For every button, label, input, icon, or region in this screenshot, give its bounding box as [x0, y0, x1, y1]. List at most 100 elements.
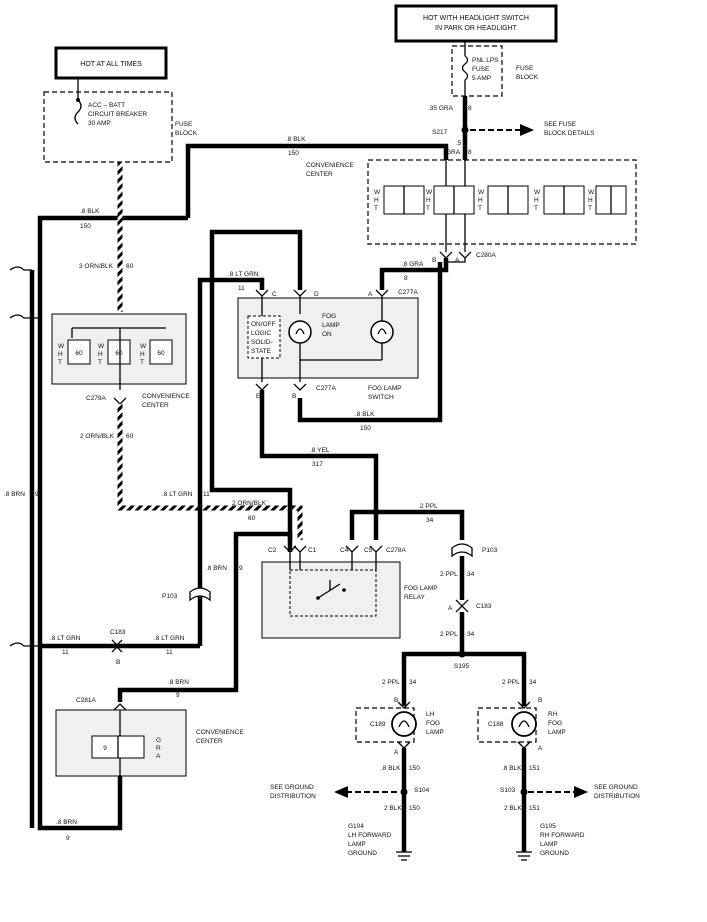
g104-line3: LAMP — [348, 841, 366, 848]
wire-ppl-top-label: 2 PPL — [420, 503, 438, 510]
wire-blk-rh-circuit: 151 — [529, 765, 540, 772]
switch-pin-b: B — [292, 393, 296, 400]
top-cc-wht-w2: W — [426, 189, 433, 196]
c281a-pin-icon — [113, 703, 127, 711]
wire-yel-circuit: 317 — [312, 461, 323, 468]
rh-lamp-pin-a: A — [538, 745, 543, 752]
wire-ppl-rh-label: 2 PPL — [502, 679, 520, 686]
convenience-center-bottom: C281A A 9 G R A CONVENIENCE CENTER — [55, 697, 244, 777]
wire-blk-sw — [297, 262, 443, 423]
wire-lt-grn-right-circuit: 11 — [166, 649, 173, 656]
wire-brn-bottom-label: .8 BRN — [168, 679, 189, 686]
relay-name-line1: FOG LAMP — [404, 585, 438, 592]
top-cc-wht-w1: W — [374, 189, 381, 196]
wire-ppl-c183-label: 2 PPL — [440, 631, 458, 638]
wire-ppl-p103-label: 2 PPL — [440, 571, 458, 578]
left-cc-fuse-1: 60 W H T — [58, 328, 91, 366]
left-cc-wht-w3: W — [140, 343, 147, 350]
rh-lamp-connector: C188 — [488, 721, 504, 728]
switch-logic-line4: STATE — [251, 348, 272, 355]
top-cc-wht-h3: H — [478, 197, 483, 204]
lh-lamp-pin-a: A — [394, 749, 399, 756]
wire-brn-left-label: .8 BRN — [4, 491, 25, 498]
rh-see-ground-line1: SEE GROUND — [594, 784, 638, 791]
c183-right-pin: A — [448, 605, 453, 612]
left-cc-fuse-3-value: 60 — [157, 350, 165, 357]
relay-pin-c4: C4 — [340, 547, 349, 554]
wire-brn-low-circuit: 9 — [66, 835, 70, 842]
g104-line2: LH FORWARD — [348, 832, 392, 839]
wire-gra-35-circuit: 8 — [468, 105, 472, 112]
hot-headlight-label: HOT WITH HEADLIGHT SWITCH IN PARK OR HEA… — [394, 4, 558, 43]
left-cc-wht-t2: T — [98, 359, 102, 366]
rh-lamp-line3: LAMP — [548, 729, 566, 736]
wire-blk-left-label: .8 BLK — [80, 208, 100, 215]
bottom-cc-name-line2: CENTER — [196, 738, 223, 745]
wire-blk2-rh-label: 2 BLK — [504, 805, 522, 812]
wire-ppl-lh-label: 2 PPL — [382, 679, 400, 686]
left-cc-wht-h3: H — [140, 351, 145, 358]
left-stub-3-icon — [9, 642, 40, 647]
lh-see-ground-line2: DISTRIBUTION — [270, 793, 316, 800]
wire-orn-blk-2 — [117, 404, 303, 540]
left-cc-wht-w1: W — [58, 343, 65, 350]
circuit-breaker-fuse-block: ACC – BATT CIRCUIT BREAKER 30 AMP FUSE B… — [43, 78, 198, 163]
switch-bottom-connector: C277A — [316, 385, 337, 392]
wire-lt-grn-top — [197, 277, 265, 646]
wire-brn-mid-circuit: 9 — [239, 565, 243, 572]
wire-lt-grn-top-label: .8 LT GRN — [228, 271, 259, 278]
wire-ppl-p103-circuit: 34 — [467, 571, 475, 578]
wire-switch-relay-loop — [209, 229, 303, 540]
lh-lamp-pin-a-icon — [397, 741, 411, 749]
top-cc-name-line1: CONVENIENCE — [306, 162, 354, 169]
top-cc-wht-h4: H — [534, 197, 539, 204]
wire-brn-mid — [117, 531, 293, 702]
wire-ppl-lh-circuit: 34 — [409, 679, 417, 686]
bottom-cc-gra-g: G — [156, 737, 161, 744]
g104-line4: GROUND — [348, 850, 377, 857]
top-cc-wht-t3: T — [478, 205, 482, 212]
switch-pin-d: D — [314, 291, 319, 298]
c279a-connector-icon — [113, 397, 127, 405]
splice-s195-dot — [458, 650, 466, 658]
lh-lamp-connector: C189 — [370, 721, 386, 728]
wire-ppl-top-circuit: 34 — [426, 517, 434, 524]
s104-arrow-icon — [334, 786, 348, 798]
rh-fog-lamp: B C188 RH FOG LAMP A — [477, 697, 566, 752]
p103-left-connector: P103 — [162, 587, 211, 602]
wire-brn-left-circuit: 9 — [35, 491, 39, 498]
top-cc-fuse-1: W H T — [374, 185, 425, 215]
c183-left-label: C183 — [110, 629, 126, 636]
wire-ppl-top — [372, 509, 465, 540]
switch-indicator-lamp-icon — [288, 320, 312, 344]
rh-lamp-pin-b-icon — [517, 701, 531, 709]
switch-pin-e-icon — [255, 383, 269, 391]
c280a-pin-b-icon — [439, 251, 453, 259]
lh-lamp-pin-b-icon — [397, 701, 411, 709]
wire-ppl-rh-circuit: 34 — [529, 679, 537, 686]
relay-connector: C278A — [386, 547, 407, 554]
top-cc-wht-w3: W — [478, 189, 485, 196]
c183-left-icon — [111, 639, 119, 653]
wire-brn-mid-label: .8 BRN — [206, 565, 227, 572]
switch-pin-c-icon — [255, 289, 269, 297]
wire-blk2-rh-circuit: 151 — [529, 805, 540, 812]
p103-left-icon — [189, 587, 211, 602]
top-cc-wht-w5: W — [588, 189, 595, 196]
switch-pin-a: A — [368, 291, 373, 298]
wire-orn-blk-2b-circuit: 60 — [248, 515, 256, 522]
wire-gra-35-label: .35 GRA — [428, 105, 454, 112]
top-cc-name-line2: CENTER — [306, 171, 333, 178]
wire-blk2-lh-circuit: 150 — [409, 805, 420, 812]
top-cc-fuse-3: W H T — [478, 185, 529, 215]
c280a-pin-b: B — [432, 257, 436, 264]
wire-gra-5-circuit: 8 — [468, 149, 472, 156]
wire-blk2-lh-label: 2 BLK — [384, 805, 402, 812]
breaker-line2: CIRCUIT BREAKER — [88, 111, 147, 118]
lh-lamp-line1: LH — [426, 711, 435, 718]
bottom-cc-gra-r: R — [156, 745, 161, 752]
top-cc-wht-t4: T — [534, 205, 538, 212]
c183-left-pin: B — [116, 659, 120, 666]
pnl-fuse-line1: PNL LPS — [472, 57, 499, 64]
lh-lamp-line2: FOG — [426, 720, 440, 727]
